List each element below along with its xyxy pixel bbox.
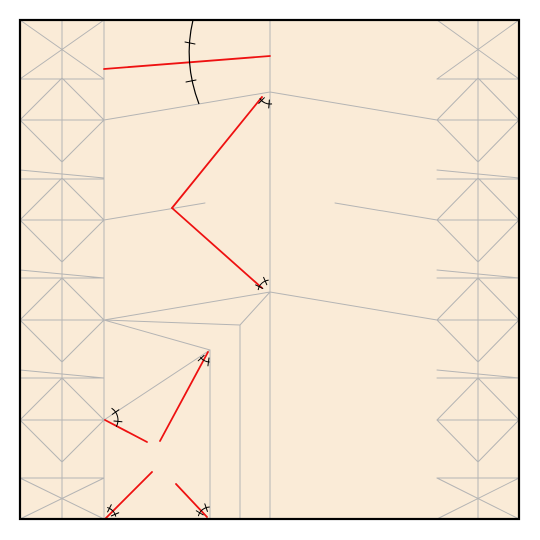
tick-mark	[185, 79, 197, 83]
tick-mark	[113, 420, 123, 423]
crease-line	[61, 277, 105, 321]
crease-line	[103, 319, 211, 351]
crease-line	[19, 477, 105, 520]
crease-line	[436, 77, 479, 121]
tick-mark	[263, 276, 268, 286]
tick-mark	[110, 512, 120, 517]
crease-line	[436, 369, 520, 379]
tick-mark	[207, 357, 210, 367]
tick-mark	[204, 503, 208, 512]
tick-mark	[184, 41, 196, 45]
fold-line	[171, 207, 263, 289]
angle-mark	[107, 506, 117, 517]
crease-line	[334, 202, 438, 221]
crease-line	[19, 19, 105, 80]
crease-line	[477, 319, 520, 363]
crease-line	[19, 219, 63, 263]
crease-line	[103, 291, 271, 321]
crease-line	[61, 77, 105, 121]
crease-line	[61, 177, 105, 221]
tick-mark	[268, 99, 270, 109]
tick-mark	[255, 284, 264, 289]
crease-line	[61, 319, 105, 363]
crease-line	[103, 319, 241, 326]
crease-line	[103, 202, 206, 221]
crease-line	[61, 219, 105, 263]
angle-mark	[259, 97, 273, 105]
fold-line	[175, 483, 208, 518]
crease-line	[61, 377, 105, 421]
crease-line	[436, 277, 479, 321]
crease-line	[477, 77, 520, 121]
crease-line	[103, 349, 211, 421]
crease-line	[436, 219, 479, 263]
crease-line	[477, 377, 520, 421]
tick-mark	[258, 97, 265, 104]
crease-line	[269, 291, 438, 321]
crease-line	[19, 319, 63, 363]
crease-line	[19, 269, 105, 279]
crease-line	[61, 119, 105, 163]
tick-mark	[111, 409, 120, 415]
crease-line	[477, 177, 520, 221]
crease-line	[436, 377, 479, 421]
crease-line	[436, 169, 520, 179]
crease-line	[19, 169, 105, 179]
crease-line	[19, 377, 63, 421]
crease-line	[477, 219, 520, 263]
crease-line	[19, 277, 63, 321]
crease-line	[436, 19, 520, 80]
crease-line	[436, 119, 479, 163]
crease-line	[103, 91, 271, 121]
crease-line	[239, 291, 271, 326]
crease-line	[61, 419, 105, 463]
angle-mark	[257, 279, 269, 291]
crease-line	[19, 177, 63, 221]
crease-line	[19, 419, 63, 463]
tick-mark	[107, 504, 112, 513]
crease-line	[477, 119, 520, 163]
construction-arc	[188, 19, 200, 105]
fold-lines	[103, 55, 271, 520]
tick-mark	[195, 510, 204, 516]
fold-line	[159, 351, 209, 442]
crease-line	[436, 269, 520, 279]
angle-mark	[199, 356, 210, 363]
crease-line	[477, 277, 520, 321]
fold-line	[171, 96, 263, 209]
crease-line	[269, 91, 438, 121]
fold-line	[103, 55, 271, 70]
fold-line	[104, 419, 148, 443]
crease-line	[19, 369, 105, 379]
crease-line	[436, 319, 479, 363]
angle-marks	[107, 19, 273, 517]
paper-border	[18, 18, 521, 521]
tick-mark	[197, 354, 205, 362]
crease-line	[19, 77, 63, 121]
angle-mark	[197, 506, 210, 517]
crease-line	[19, 119, 63, 163]
crease-line	[436, 419, 479, 463]
crease-line	[477, 419, 520, 463]
angle-mark	[111, 407, 119, 427]
crease-line	[436, 177, 479, 221]
crease-line	[436, 477, 520, 520]
